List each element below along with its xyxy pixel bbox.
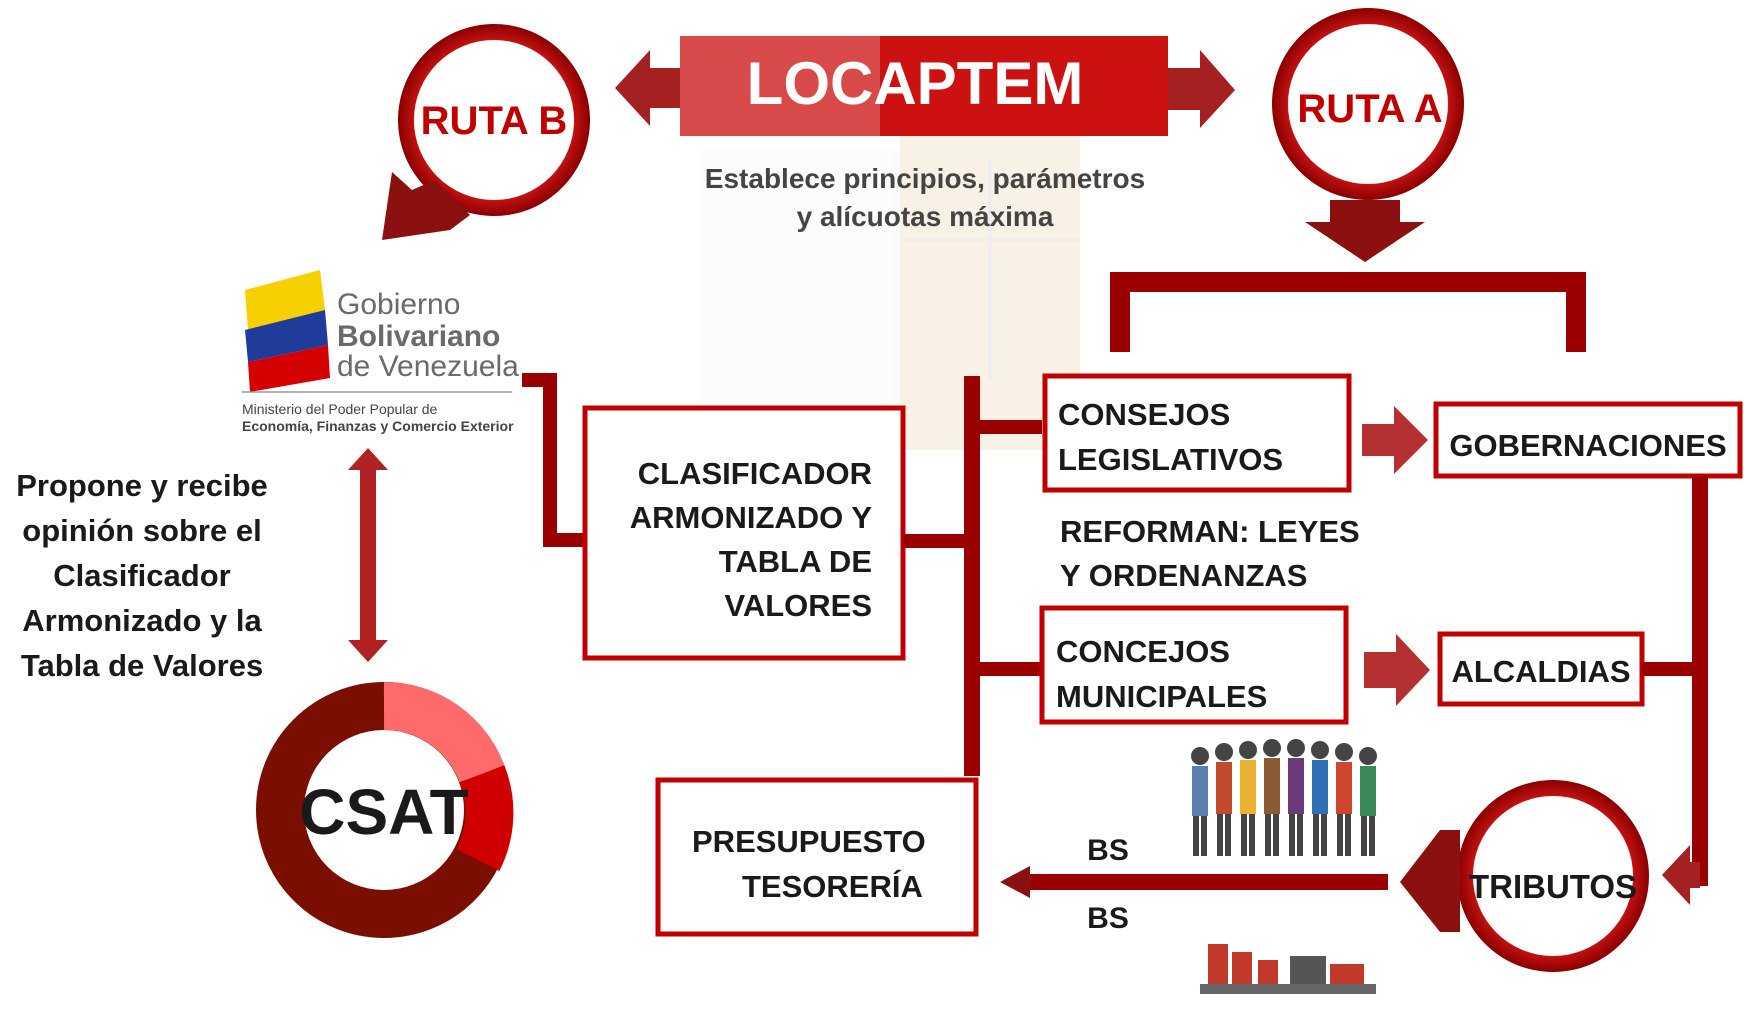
subtitle-line2: y alícuotas máxima [797,201,1054,232]
route-b-circle: RUTA B [398,24,590,216]
route-a-label: RUTA A [1297,87,1442,131]
central-spine [964,376,980,776]
logo-line2: Bolivariano [337,320,500,353]
left-description: Propone y recibe opinión sobre el Clasif… [16,468,268,683]
bs-top-label: BS [1087,834,1129,867]
alcaldias-label: ALCALDIAS [1451,654,1630,689]
watermark-scale-icon [700,120,1080,450]
factory-icon [1200,944,1376,994]
tributos-left-arrow-icon [1400,830,1460,932]
csat-donut: CSAT [256,681,514,938]
route-a-arrow-icon [1305,200,1425,262]
clasificador-box [582,405,906,661]
logo-connector [522,373,585,547]
tributos-label: TRIBUTOS [1469,868,1637,905]
route-b-label: RUTA B [421,99,568,143]
locaptem-banner: LOCAPTEM [680,36,1168,136]
alcaldias-box [1437,631,1645,707]
concejos-box [1039,605,1349,725]
left-text-4: Armonizado y la [22,603,262,638]
bracket-top-bar [1110,272,1586,292]
gobernaciones-label: GOBERNACIONES [1449,428,1726,463]
svg-text:CLASIFICADOR: CLASIFICADOR [638,456,872,491]
money-flow-bar [1030,874,1388,890]
left-text-1: Propone y recibe [16,468,268,503]
clasificador-text: CLASIFICADOR ARMONIZADO Y TABLA DE VALOR… [630,456,873,623]
consejos-line1: CONSEJOS [1058,397,1230,432]
reforman-line1: REFORMAN: LEYES [1060,514,1360,549]
consejos-link [972,420,1042,434]
logo-line3: de Venezuela [337,350,519,383]
arrow-to-gobernaciones-icon [1362,406,1428,474]
arrow-left-icon [615,50,680,126]
svg-text:VALORES: VALORES [724,588,872,623]
svg-text:TABLA DE: TABLA DE [719,544,872,579]
arrow-to-alcaldias-icon [1364,634,1430,706]
logo-ministry2: Economía, Finanzas y Comercio Exterior [242,418,514,434]
government-logo: Gobierno Bolivariano de Venezuela Minist… [242,270,519,434]
route-b-arrow-icon [382,172,470,240]
concejos-line2: MUNICIPALES [1056,679,1267,714]
people-icon [1191,739,1377,856]
left-text-5: Tabla de Valores [21,648,263,683]
concejos-line1: CONCEJOS [1056,634,1230,669]
presupuesto-box [655,777,979,937]
route-a-circle: RUTA A [1272,8,1464,200]
logo-ministry1: Ministerio del Poder Popular de [242,401,438,417]
bs-bottom-label: BS [1087,902,1129,935]
alcaldias-link [1642,662,1700,676]
consejos-box [1042,373,1352,493]
presupuesto-line2: TESORERÍA [742,869,923,904]
consejos-line2: LEGISLATIVOS [1058,442,1283,477]
presupuesto-line1: PRESUPUESTO [692,824,926,859]
gobernaciones-box [1433,401,1743,479]
tributos-circle: TRIBUTOS [1457,780,1649,972]
subtitle-line1: Establece principios, parámetros [705,163,1145,194]
money-flow-arrow-icon [1000,866,1030,898]
left-text-3: Clasificador [53,558,230,593]
arrow-right-icon [1168,50,1235,128]
logo-line1: Gobierno [337,288,460,321]
left-text-2: opinión sobre el [22,513,261,548]
concejos-link [972,662,1042,676]
arrow-to-tributos-icon [1662,845,1700,905]
csat-label: CSAT [299,776,468,848]
clasificador-link [903,534,973,548]
bracket-right-leg [1566,272,1586,352]
locaptem-title: LOCAPTEM [747,50,1084,117]
svg-text:ARMONIZADO Y: ARMONIZADO Y [630,500,873,535]
reforman-line1: Y ORDENANZAS [1060,558,1307,593]
double-arrow-icon [348,448,388,662]
right-spine [1692,476,1708,886]
bracket-left-leg [1110,272,1130,352]
